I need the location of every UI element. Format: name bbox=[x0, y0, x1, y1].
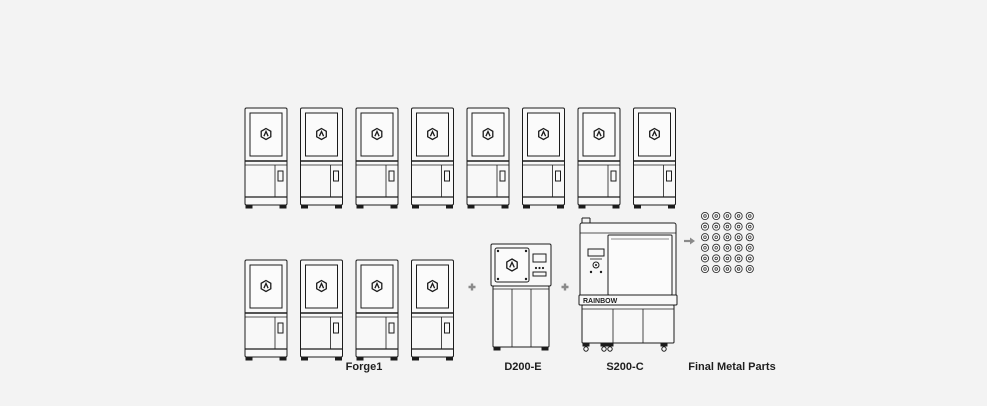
metal-part-icon bbox=[700, 254, 710, 263]
metal-part-icon bbox=[700, 233, 710, 242]
metal-part-icon bbox=[734, 264, 743, 274]
metal-part-icon bbox=[734, 222, 743, 231]
metal-part-icon bbox=[734, 243, 743, 252]
printer-icon bbox=[577, 107, 621, 209]
printer-icon bbox=[300, 259, 343, 361]
metal-parts-grid bbox=[700, 211, 754, 274]
caption-d200e: D200-E bbox=[504, 361, 542, 373]
metal-part-icon bbox=[712, 264, 721, 274]
metal-part-icon bbox=[712, 233, 721, 242]
printer-icon bbox=[522, 107, 565, 209]
caption-final-metal-parts: Final Metal Parts bbox=[688, 361, 776, 373]
plus-icon bbox=[468, 283, 476, 291]
sinter-furnace-icon: RAINBOW bbox=[578, 217, 678, 352]
metal-part-icon bbox=[745, 264, 754, 274]
metal-part-icon bbox=[734, 211, 743, 221]
metal-part-icon bbox=[745, 243, 754, 252]
printer-icon bbox=[355, 107, 399, 209]
metal-part-icon bbox=[723, 233, 732, 242]
metal-part-icon bbox=[734, 254, 743, 263]
metal-part-icon bbox=[745, 222, 754, 231]
metal-part-icon bbox=[700, 264, 710, 274]
caption-forge1: Forge1 bbox=[345, 361, 383, 373]
metal-part-icon bbox=[700, 211, 710, 221]
printer-icon bbox=[244, 107, 288, 209]
caption-s200c: S200-C bbox=[606, 361, 644, 373]
printer-icon bbox=[355, 259, 399, 361]
metal-part-icon bbox=[723, 254, 732, 263]
printer-icon bbox=[466, 107, 510, 209]
metal-part-icon bbox=[700, 243, 710, 252]
metal-part-icon bbox=[712, 211, 721, 221]
metal-part-icon bbox=[723, 211, 732, 221]
printer-icon bbox=[244, 259, 288, 361]
metal-part-icon bbox=[745, 211, 754, 221]
metal-part-icon bbox=[723, 264, 732, 274]
metal-part-icon bbox=[734, 233, 743, 242]
printer-icon bbox=[411, 107, 454, 209]
svg-text:RAINBOW: RAINBOW bbox=[583, 298, 618, 305]
metal-part-icon bbox=[712, 222, 721, 231]
metal-part-icon bbox=[712, 243, 721, 252]
plus-icon bbox=[561, 283, 569, 291]
metal-part-icon bbox=[712, 254, 721, 263]
debinder-icon bbox=[490, 243, 552, 351]
printer-icon bbox=[300, 107, 343, 209]
printer-icon bbox=[411, 259, 454, 361]
printer-icon bbox=[633, 107, 676, 209]
metal-part-icon bbox=[700, 222, 710, 231]
metal-part-icon bbox=[745, 233, 754, 242]
metal-part-icon bbox=[745, 254, 754, 263]
metal-part-icon bbox=[723, 222, 732, 231]
metal-part-icon bbox=[723, 243, 732, 252]
arrow-right-icon bbox=[684, 237, 695, 245]
